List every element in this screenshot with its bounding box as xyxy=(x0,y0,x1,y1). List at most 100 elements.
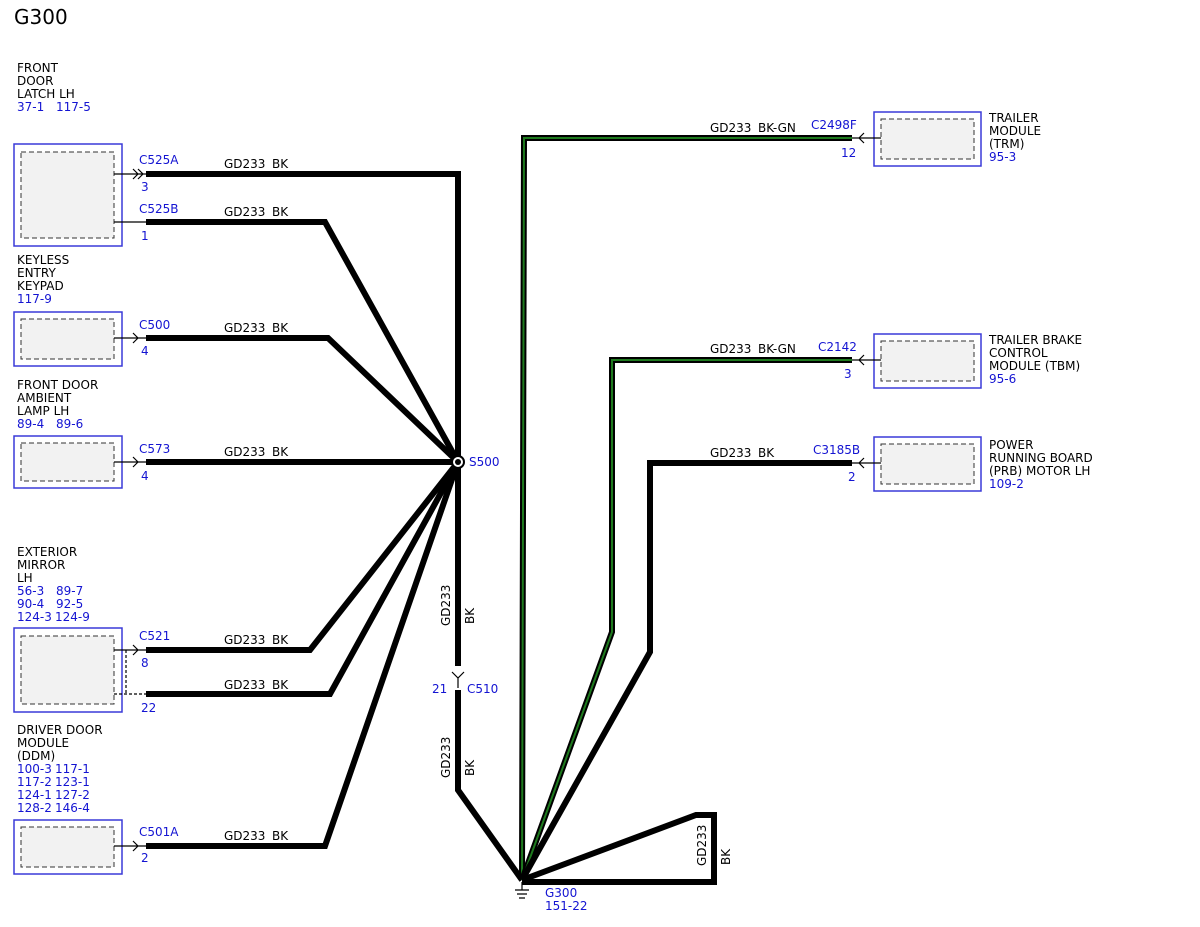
connector-c3185b-pin: 2 xyxy=(848,470,856,484)
wire-ground-loop xyxy=(520,812,717,885)
component-name-line: LATCH LH xyxy=(17,87,75,101)
component-name-line: RUNNING BOARD xyxy=(989,451,1093,465)
component-name-line: KEYPAD xyxy=(17,279,64,293)
connector-c501a-label: C501A xyxy=(139,825,179,839)
wire-c521-22 xyxy=(146,460,461,697)
wire-label-gd233: GD233 xyxy=(224,321,265,335)
connector-c510-symbol xyxy=(451,671,465,688)
wire-color-label: BK xyxy=(272,445,289,459)
component-box-inner xyxy=(20,442,115,482)
wire-color-label: BK xyxy=(463,759,477,776)
wire-c500 xyxy=(146,335,461,465)
component-name-line: ENTRY xyxy=(17,266,56,280)
connector-c501a-pin: 2 xyxy=(141,851,149,865)
component-name-line: FRONT DOOR xyxy=(17,378,98,392)
wire-color-label: BK xyxy=(272,205,289,219)
component-ref: 127-2 xyxy=(55,788,90,802)
connector-arrow-icon xyxy=(852,457,881,469)
component-box-inner xyxy=(20,635,115,705)
wire-c2142-stripe xyxy=(521,359,852,881)
component-ref: 95-3 xyxy=(989,150,1016,164)
wire-color-label: BK xyxy=(463,607,477,624)
component-ref: 117-5 xyxy=(56,100,91,114)
connector-c2142-label: C2142 xyxy=(818,340,857,354)
component-trailer-brake-control[interactable]: TRAILER BRAKE CONTROL MODULE (TBM) 95-6 xyxy=(873,333,1082,389)
wire-label-gd233: GD233 xyxy=(439,585,453,626)
connector-arrow-icon xyxy=(114,332,146,344)
wire-c3185b xyxy=(519,460,852,882)
wire-c2142 xyxy=(519,357,852,882)
connector-c525a-label: C525A xyxy=(139,153,179,167)
wire-label-gd233: GD233 xyxy=(224,157,265,171)
component-name-line: LAMP LH xyxy=(17,404,69,418)
component-name-line: MODULE (TBM) xyxy=(989,359,1080,373)
connector-arrow-icon xyxy=(114,644,146,656)
component-ref: 123-1 xyxy=(55,775,90,789)
component-name-line: TRAILER BRAKE xyxy=(988,333,1082,347)
connector-stub xyxy=(114,650,146,695)
wire-label-gd233: GD233 xyxy=(439,737,453,778)
wire-color-label: BK xyxy=(272,633,289,647)
component-ref: 117-2 xyxy=(17,775,52,789)
wire-label-gd233: GD233 xyxy=(224,829,265,843)
component-ref: 109-2 xyxy=(989,477,1024,491)
component-ref: 146-4 xyxy=(55,801,90,815)
component-ref: 89-4 xyxy=(17,417,44,431)
wire-color-label: BK xyxy=(758,446,775,460)
connector-c500-pin: 4 xyxy=(141,344,149,358)
connector-c573-pin: 4 xyxy=(141,469,149,483)
component-ref: 56-3 xyxy=(17,584,44,598)
component-name-line: (PRB) MOTOR LH xyxy=(989,464,1090,478)
component-front-door-ambient-lamp[interactable]: FRONT DOOR AMBIENT LAMP LH 89-4 89-6 xyxy=(13,378,123,489)
component-keyless-entry-keypad[interactable]: KEYLESS ENTRY KEYPAD 117-9 xyxy=(13,253,123,367)
component-trailer-module[interactable]: TRAILER MODULE (TRM) 95-3 xyxy=(873,111,1041,167)
connector-c521-label: C521 xyxy=(139,629,170,643)
wire-labels: GD233 BK GD233 BK GD233 BK GD233 BK GD23… xyxy=(224,121,796,843)
component-name-line: KEYLESS xyxy=(17,253,69,267)
wire-c510-g300 xyxy=(455,690,525,882)
component-box-inner xyxy=(880,118,975,160)
wire-c521-8 xyxy=(146,460,461,653)
component-ref: 90-4 xyxy=(17,597,44,611)
wire-c2498f-stripe xyxy=(521,137,852,881)
component-name-line: CONTROL xyxy=(989,346,1048,360)
right-connector-labels: C2498F 12 C2142 3 C3185B 2 xyxy=(811,118,860,484)
connector-c525b-label: C525B xyxy=(139,202,179,216)
connector-c3185b-label: C3185B xyxy=(813,443,860,457)
component-name-line: EXTERIOR xyxy=(17,545,77,559)
component-box-inner xyxy=(20,318,115,360)
component-exterior-mirror[interactable]: EXTERIOR MIRROR LH 56-3 89-7 90-4 92-5 1… xyxy=(13,545,123,713)
connector-c521-pin-8: 8 xyxy=(141,656,149,670)
component-ref: 92-5 xyxy=(56,597,83,611)
component-name-line: MODULE xyxy=(17,736,69,750)
component-ref: 124-9 xyxy=(55,610,90,624)
wire-c2498f xyxy=(519,135,852,881)
component-name-line: MIRROR xyxy=(17,558,65,572)
component-power-running-board[interactable]: POWER RUNNING BOARD (PRB) MOTOR LH 109-2 xyxy=(873,436,1093,492)
wire-color-label: BK-GN xyxy=(758,342,796,356)
connector-c525a-pin: 3 xyxy=(141,180,149,194)
component-name-line: MODULE xyxy=(989,124,1041,138)
component-driver-door-module[interactable]: DRIVER DOOR MODULE (DDM) 100-3 117-1 117… xyxy=(13,723,123,875)
wire-color-label: BK xyxy=(272,321,289,335)
connector-arrow-icon xyxy=(852,132,881,144)
right-connector-symbols xyxy=(852,132,881,469)
wire-c525a xyxy=(146,171,461,462)
component-box-inner xyxy=(20,151,115,239)
vertical-wire-labels: GD233 BK GD233 BK GD233 BK xyxy=(439,585,733,866)
ground-ref: 151-22 xyxy=(545,899,588,913)
wire-c525b xyxy=(146,219,461,464)
component-name-line: POWER xyxy=(989,438,1033,452)
diagram-title: G300 xyxy=(14,5,68,29)
wire-label-gd233: GD233 xyxy=(710,446,751,460)
connector-c510-pin: 21 xyxy=(432,682,447,696)
splice-s500-label: S500 xyxy=(469,455,500,469)
component-box-inner xyxy=(880,340,975,382)
wire-color-label: BK xyxy=(272,157,289,171)
component-ref: 95-6 xyxy=(989,372,1016,386)
wire-label-gd233: GD233 xyxy=(710,342,751,356)
wire-label-gd233: GD233 xyxy=(224,205,265,219)
connector-c2498f-label: C2498F xyxy=(811,118,857,132)
component-front-door-latch[interactable]: FRONT DOOR LATCH LH 37-1 117-5 xyxy=(13,61,123,247)
